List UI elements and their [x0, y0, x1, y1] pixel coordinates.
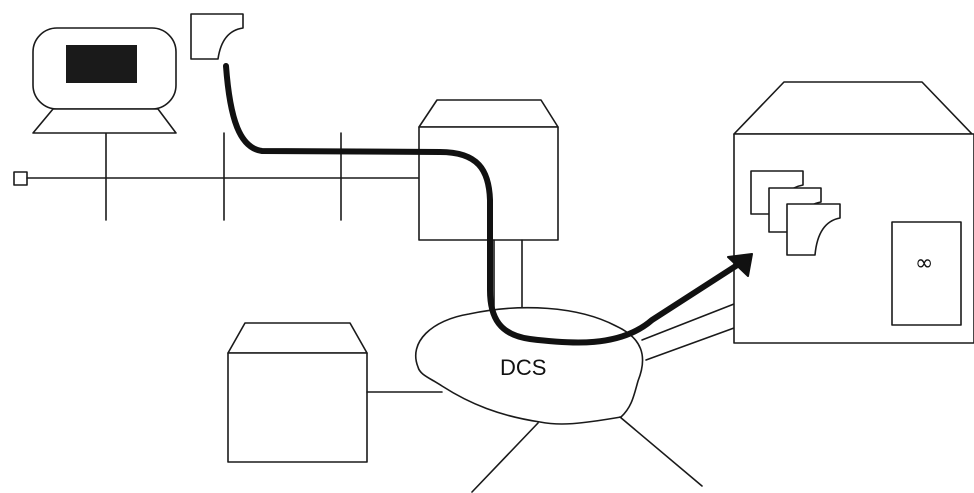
document-flow-arrowhead [727, 253, 753, 277]
dcs-leg-right [619, 416, 703, 487]
bus-terminator [13, 171, 28, 186]
stored-document-3 [786, 203, 841, 256]
monitor-screen [66, 45, 137, 83]
document-flow-path [223, 63, 745, 346]
server-lower-body [227, 352, 368, 463]
cabinet-symbol: ∞ [915, 251, 933, 276]
workstation-computer [32, 27, 177, 134]
document-icon [190, 13, 244, 60]
server-lower [227, 322, 368, 463]
dcs-label: DCS [500, 355, 546, 380]
dcs-building-link-bottom [645, 327, 735, 361]
dcs-cloud [415, 306, 644, 425]
dcs-building-link-top [641, 303, 735, 341]
monitor-base [32, 108, 177, 134]
storage-cabinet [891, 221, 962, 326]
storage-building: ∞ [733, 81, 974, 344]
server-upper-roof [418, 99, 559, 128]
server-lower-roof [227, 322, 368, 354]
dcs-leg-left [471, 422, 539, 493]
building-roof [733, 81, 973, 135]
